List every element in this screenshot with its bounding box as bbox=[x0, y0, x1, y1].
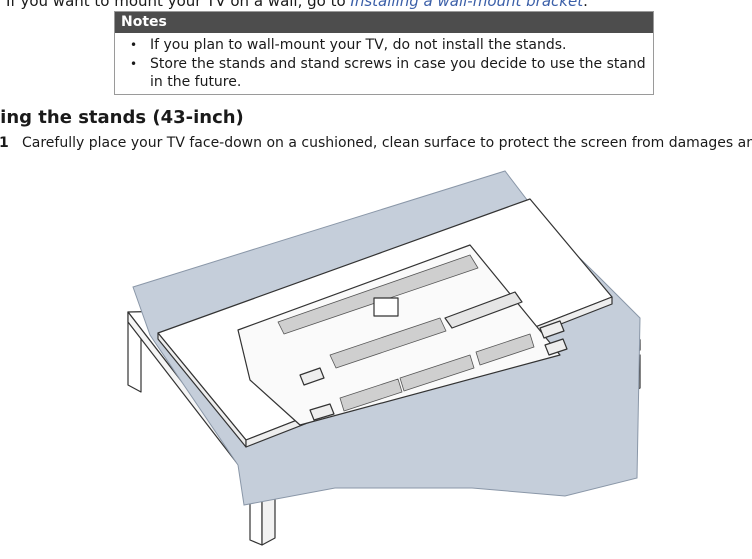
step-text: Carefully place your TV face-down on a c… bbox=[22, 135, 752, 151]
tv-face-down-illustration bbox=[127, 170, 641, 546]
vent-grille bbox=[277, 254, 479, 335]
note-item: Store the stands and stand screws in cas… bbox=[130, 55, 650, 91]
intro-suffix: . bbox=[583, 0, 588, 10]
notes-box: Notes If you plan to wall-mount your TV,… bbox=[114, 11, 654, 95]
vent-grille bbox=[329, 317, 447, 369]
notes-title: Notes bbox=[115, 12, 653, 33]
step-number: 1 bbox=[0, 135, 9, 151]
note-item: If you plan to wall-mount your TV, do no… bbox=[130, 36, 650, 54]
ports-panel bbox=[444, 291, 523, 329]
intro-prefix: If you want to mount your TV on a wall, … bbox=[6, 0, 351, 10]
intro-text: If you want to mount your TV on a wall, … bbox=[6, 0, 588, 10]
tv-label bbox=[373, 297, 399, 317]
section-heading: ling the stands (43-inch) bbox=[0, 107, 244, 128]
vent-grille bbox=[339, 378, 403, 412]
wall-mount-link[interactable]: Installing a wall-mount bracket bbox=[350, 0, 584, 10]
vent-grille bbox=[399, 354, 475, 392]
vent-grille bbox=[475, 333, 535, 366]
